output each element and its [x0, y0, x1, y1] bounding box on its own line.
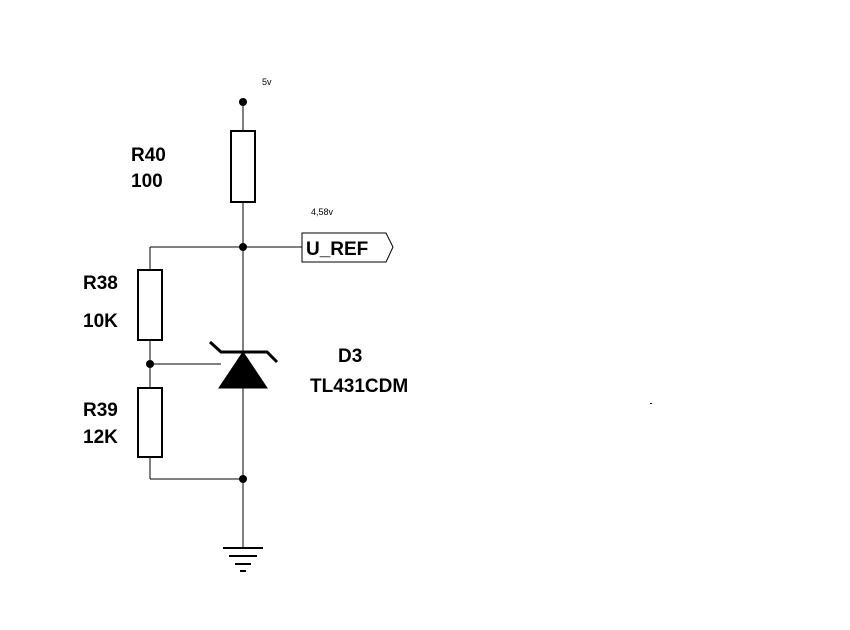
- resistor-r39: [137, 387, 163, 458]
- r39-value: 12K: [83, 427, 118, 448]
- d3-designator: D3: [338, 346, 362, 367]
- ground-icon: [223, 547, 263, 572]
- r39-designator: R39: [83, 400, 118, 421]
- supply-voltage-label: 5v: [262, 77, 272, 87]
- r40-value: 100: [131, 171, 163, 192]
- d3-cathode-bar: [208, 340, 279, 364]
- u-ref-port-label: U_REF: [306, 239, 368, 260]
- resistor-r40: [230, 130, 256, 203]
- r38-value: 10K: [83, 311, 118, 332]
- bottom-node: [239, 475, 247, 483]
- r40-designator: R40: [131, 145, 166, 166]
- u-ref-port: [301, 232, 394, 263]
- ref-voltage-label: 4,58v: [311, 207, 334, 217]
- resistor-r38: [137, 269, 163, 341]
- d3-part-number: TL431CDM: [310, 376, 408, 397]
- r38-designator: R38: [83, 273, 118, 294]
- tl431-symbol: [208, 340, 279, 389]
- d3-triangle: [218, 351, 268, 389]
- stray-dot: [650, 403, 652, 404]
